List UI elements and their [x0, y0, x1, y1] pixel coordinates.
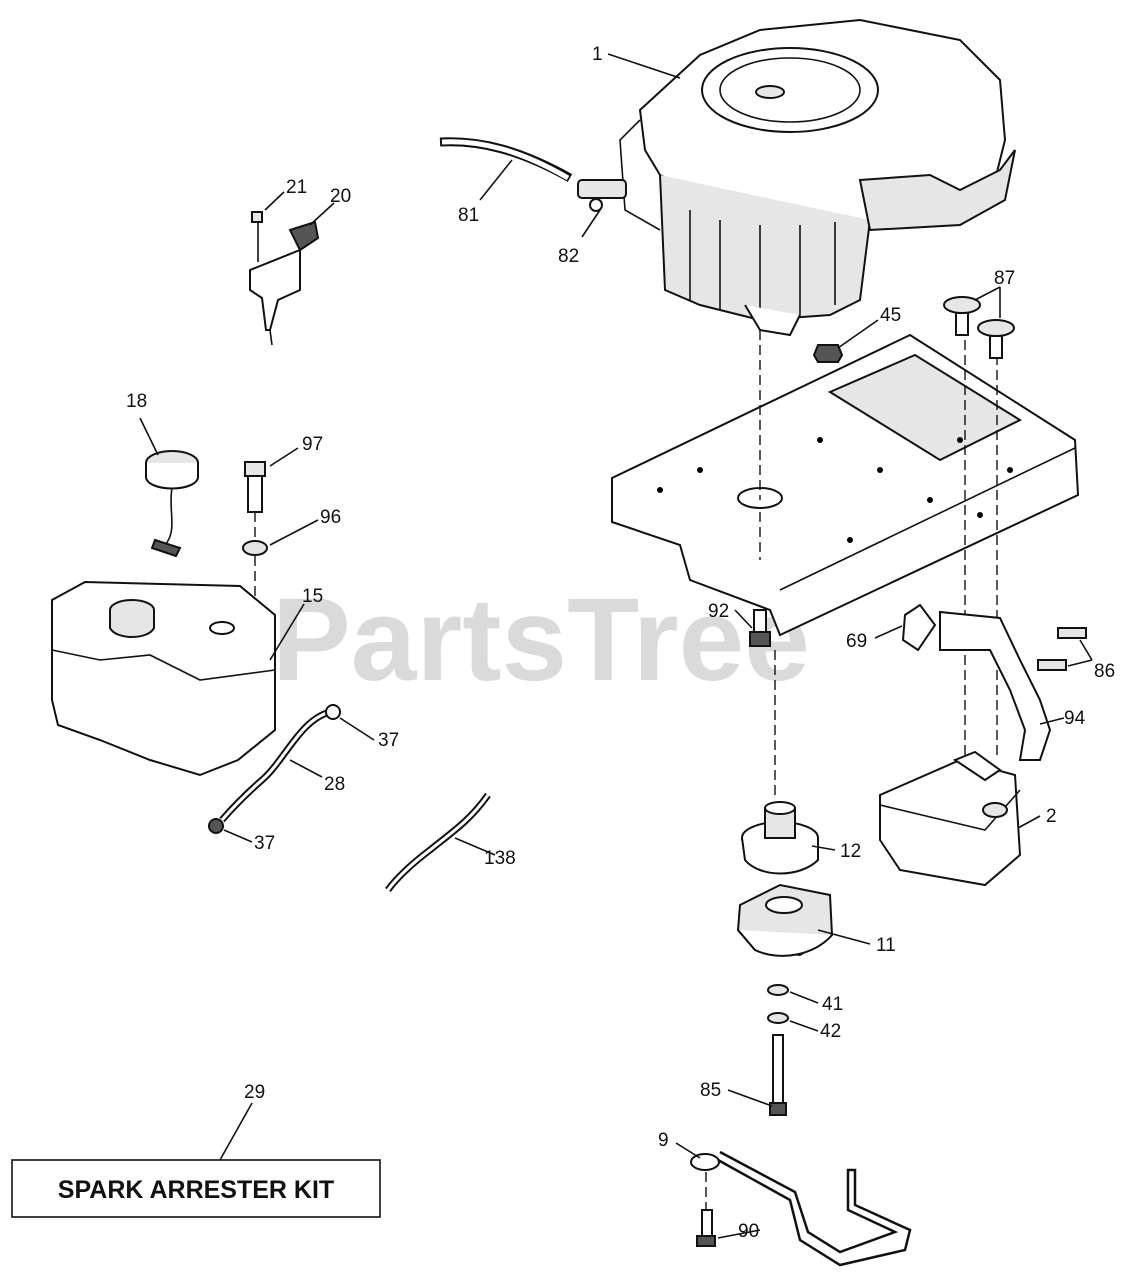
- support-bracket-part[interactable]: [690, 1150, 912, 1267]
- callout-12: 12: [840, 841, 861, 862]
- spark-arrester-kit-box[interactable]: [11, 1159, 381, 1218]
- callout-81: 81: [458, 205, 479, 226]
- washer-part-41[interactable]: [767, 984, 789, 996]
- callout-45: 45: [880, 305, 901, 326]
- washer-part-96[interactable]: [242, 540, 268, 556]
- callout-42: 42: [820, 1021, 841, 1042]
- hose-clamp-part-top[interactable]: [325, 704, 341, 720]
- callout-numbers: 1 2 9 11 12 15 18 20 21 28 29 37 37 41 4…: [126, 44, 1115, 1242]
- callout-82: 82: [558, 246, 579, 267]
- callout-18: 18: [126, 391, 147, 412]
- callout-9: 9: [658, 1130, 669, 1151]
- callout-29: 29: [244, 1082, 265, 1103]
- callout-1: 1: [592, 44, 603, 65]
- callout-86: 86: [1094, 661, 1115, 682]
- watermark: PartsTree: [272, 574, 810, 706]
- spark-arrester-kit-label: SPARK ARRESTER KIT: [58, 1176, 334, 1204]
- callout-2: 2: [1046, 806, 1057, 827]
- bolt-part-97[interactable]: [244, 461, 266, 513]
- pulley-part[interactable]: [741, 801, 819, 875]
- muffler-part[interactable]: [879, 750, 1022, 887]
- callout-90: 90: [738, 1221, 759, 1242]
- callout-11: 11: [876, 935, 896, 956]
- callout-41: 41: [822, 994, 843, 1015]
- callout-97: 97: [302, 434, 323, 455]
- mounting-plate-part[interactable]: [611, 333, 1080, 637]
- bolt-part-92[interactable]: [749, 609, 771, 647]
- callout-37-bottom: 37: [254, 833, 275, 854]
- fuel-fitting-part[interactable]: [577, 179, 627, 212]
- bolt-part-85[interactable]: [769, 1034, 787, 1116]
- engine-part[interactable]: [619, 18, 1016, 337]
- fuel-line-part[interactable]: [439, 137, 573, 182]
- screw-part-86[interactable]: [1037, 627, 1087, 671]
- callout-96: 96: [320, 507, 341, 528]
- fuel-cap-part[interactable]: [145, 450, 199, 558]
- callout-92: 92: [708, 601, 729, 622]
- bolt-part-87[interactable]: [943, 296, 1015, 359]
- hose-clamp-part-bottom[interactable]: [208, 818, 224, 834]
- callout-94: 94: [1064, 708, 1086, 729]
- clutch-part[interactable]: [736, 883, 834, 957]
- callout-28: 28: [324, 774, 345, 795]
- callout-69: 69: [846, 631, 867, 652]
- gasket-part[interactable]: [901, 603, 937, 652]
- throttle-bracket-part[interactable]: [249, 211, 320, 346]
- leader-lines: [139, 53, 1093, 1239]
- callout-20: 20: [330, 186, 351, 207]
- callout-87: 87: [994, 268, 1015, 289]
- callout-15: 15: [302, 586, 323, 607]
- washer-part-42[interactable]: [767, 1012, 789, 1024]
- nut-part-45[interactable]: [812, 344, 844, 363]
- exhaust-pipe-part[interactable]: [939, 610, 1052, 761]
- callout-85: 85: [700, 1080, 721, 1101]
- fuel-tank-part[interactable]: [51, 580, 276, 777]
- callout-37-top: 37: [378, 730, 399, 751]
- callout-138: 138: [484, 848, 516, 869]
- callout-21: 21: [286, 177, 307, 198]
